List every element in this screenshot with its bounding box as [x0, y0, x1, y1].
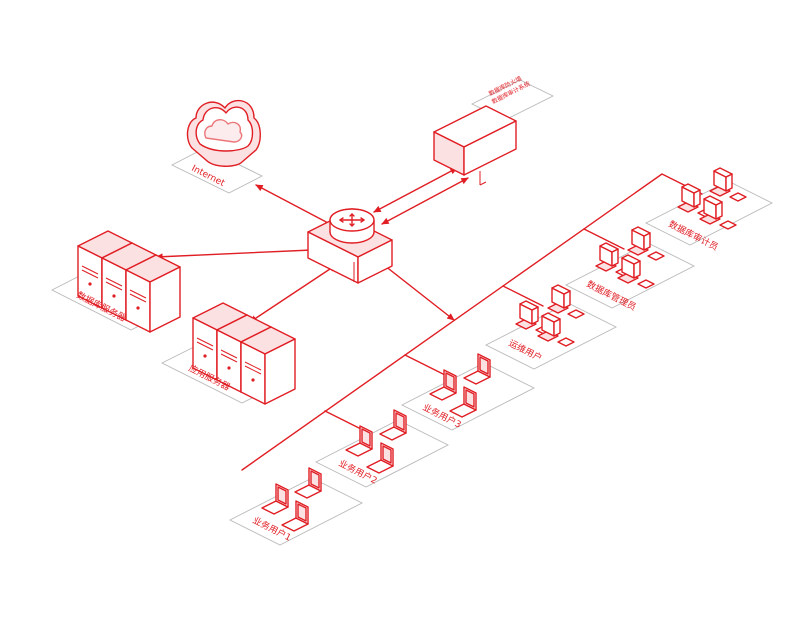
user2-label: 业务用户2	[337, 457, 380, 487]
connection-arrows	[155, 167, 469, 323]
ops-user-pcs-icon	[515, 284, 585, 347]
router-icon	[307, 208, 393, 284]
db-admin-plate	[565, 242, 695, 309]
app-server-icon	[192, 302, 296, 405]
firewall-appliance-icon	[433, 105, 517, 186]
db-admin-pcs-icon	[595, 226, 665, 289]
db-server-icon	[77, 230, 181, 333]
ops-user-plate	[485, 302, 617, 370]
user3-label: 业务用户3	[421, 401, 464, 431]
db-audit-pcs-icon	[677, 167, 747, 230]
internet-plate	[170, 147, 264, 194]
ops-user-label: 运维用户	[507, 337, 545, 364]
internet-cloud-icon	[186, 99, 261, 167]
network-bus	[241, 173, 703, 471]
user1-label: 业务用户1	[251, 514, 294, 544]
user2-laptops-icon	[345, 409, 407, 474]
user3-laptops-icon	[429, 353, 491, 418]
